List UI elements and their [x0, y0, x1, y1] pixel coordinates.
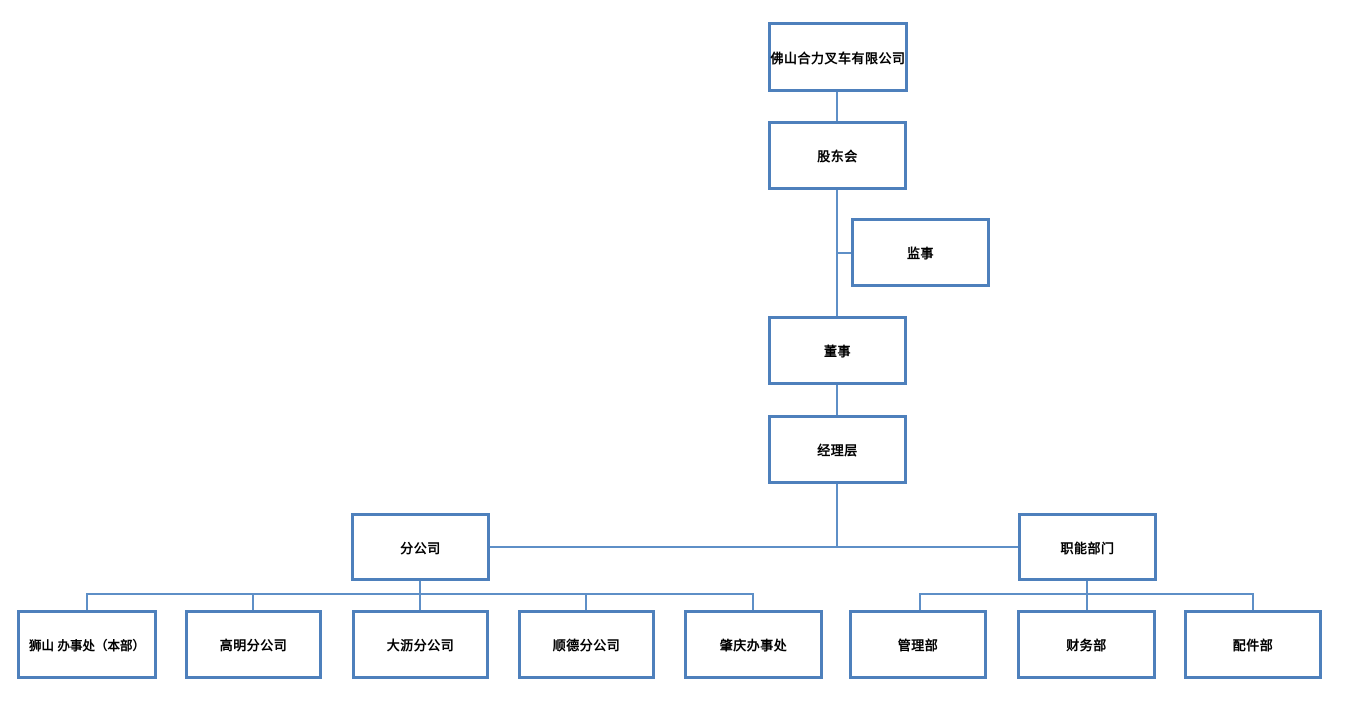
org-node-parts: 配件部	[1184, 610, 1322, 679]
org-node-shareholders-label: 股东会	[817, 149, 858, 164]
org-node-shunde: 顺德分公司	[518, 610, 655, 679]
org-node-gaoming-label: 高明分公司	[219, 638, 288, 653]
org-node-supervisor: 监事	[851, 218, 990, 287]
org-node-director-label: 董事	[823, 344, 851, 359]
org-node-functional-label: 职能部门	[1060, 540, 1115, 556]
org-node-management: 经理层	[768, 415, 907, 484]
org-node-finance-label: 财务部	[1066, 638, 1107, 653]
connector-stub-gaoming	[252, 593, 254, 610]
connector-stub-shishan	[86, 593, 88, 610]
connector-branches-down	[419, 581, 421, 594]
connector-management-down	[836, 484, 838, 548]
org-node-zhaoqing-label: 肇庆办事处	[719, 638, 788, 653]
org-node-dali: 大沥分公司	[352, 610, 489, 679]
org-node-admin: 管理部	[849, 610, 987, 679]
org-node-parts-label: 配件部	[1232, 638, 1274, 653]
connector-level2-crossbar	[490, 546, 1018, 548]
org-node-shishan: 狮山 办事处（本部）	[17, 610, 157, 679]
connector-stub-zhaoqing	[752, 593, 754, 610]
org-node-branches: 分公司	[351, 513, 490, 581]
connector-stub-admin	[919, 593, 921, 610]
connector-supervisor-stub	[837, 252, 851, 254]
connector-stub-finance	[1086, 593, 1088, 610]
org-node-dali-label: 大沥分公司	[386, 638, 455, 653]
connector-functional-down	[1086, 581, 1088, 594]
org-node-shunde-label: 顺德分公司	[552, 638, 621, 653]
org-node-admin-label: 管理部	[897, 638, 939, 653]
connector-director-management	[836, 385, 838, 415]
org-node-shareholders: 股东会	[768, 121, 907, 190]
connector-company-shareholders	[836, 92, 838, 121]
connector-stub-shunde	[585, 593, 587, 610]
org-node-company: 佛山合力叉车有限公司	[768, 22, 908, 92]
org-node-finance: 财务部	[1017, 610, 1156, 679]
connector-stub-parts	[1252, 593, 1254, 610]
org-node-zhaoqing: 肇庆办事处	[684, 610, 823, 679]
org-node-supervisor-label: 监事	[906, 246, 934, 261]
org-node-branches-label: 分公司	[400, 540, 441, 556]
org-node-functional: 职能部门	[1018, 513, 1157, 581]
org-node-company-label: 佛山合力叉车有限公司	[770, 50, 906, 66]
org-node-gaoming: 高明分公司	[185, 610, 322, 679]
org-node-shishan-label: 狮山 办事处（本部）	[29, 639, 145, 653]
org-node-management-label: 经理层	[817, 443, 858, 458]
org-node-director: 董事	[768, 316, 907, 385]
connector-stub-dali	[419, 593, 421, 610]
